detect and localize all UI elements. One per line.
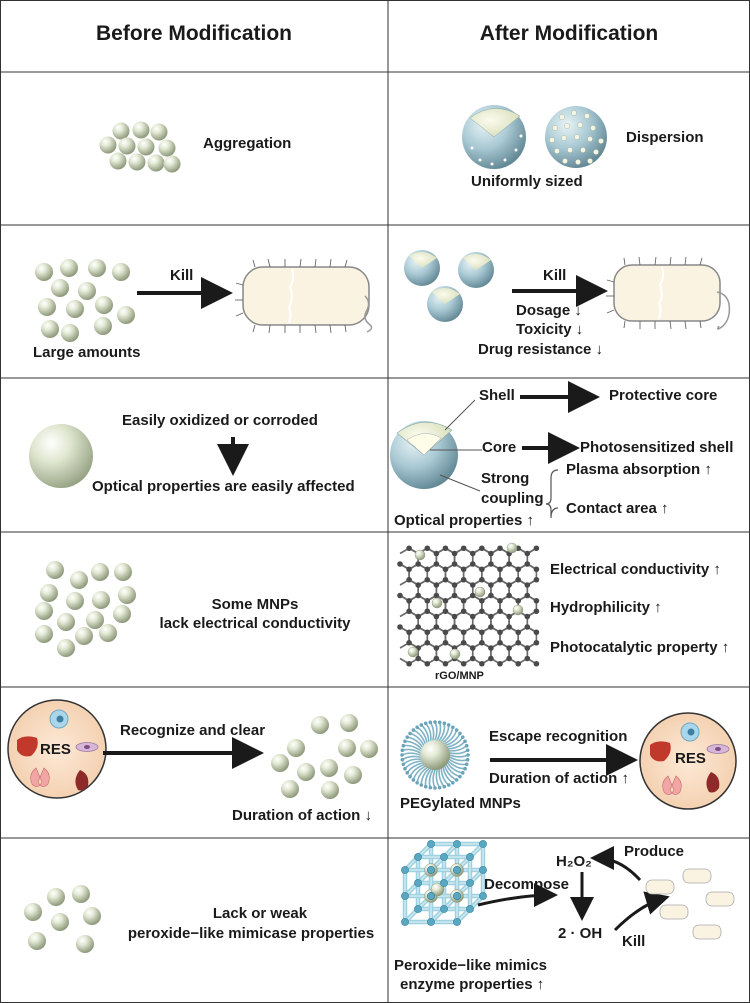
- optical-properties-up-label: Optical properties ↑: [394, 512, 535, 529]
- aggregation-label: Aggregation: [203, 135, 292, 152]
- coupling-label: coupling: [481, 490, 544, 507]
- hydroxyl-label: 2 · OH: [558, 925, 603, 942]
- scattered-particles-row4: [35, 561, 136, 657]
- lack-conductivity-label: lack electrical conductivity: [159, 615, 351, 632]
- mof-cube-framework: [401, 840, 487, 926]
- escape-recognition-label: Escape recognition: [489, 728, 628, 745]
- hydrophilicity-label: Hydrophilicity ↑: [550, 599, 662, 616]
- header-after: After Modification: [479, 22, 659, 45]
- few-particles-row6: [24, 885, 101, 953]
- lack-weak-label: Lack or weak: [212, 905, 308, 922]
- header-before: Before Modification: [95, 22, 292, 45]
- graphene-lattice: [397, 542, 540, 667]
- peroxide-mimicase-label: peroxide−like mimicase properties: [127, 925, 375, 942]
- duration-down-label: Duration of action ↓: [232, 807, 372, 824]
- duration-up-label: Duration of action ↑: [489, 770, 629, 787]
- shell-label: Shell: [479, 387, 515, 404]
- drug-resistance-label: Drug resistance ↓: [478, 341, 604, 358]
- dead-bacteria: [645, 868, 735, 940]
- decompose-arrow: [477, 883, 558, 908]
- dosage-label: Dosage ↓: [516, 302, 582, 319]
- kill-label-after: Kill: [543, 267, 567, 284]
- contact-area-label: Contact area ↑: [566, 500, 669, 517]
- toxicity-label: Toxicity ↓: [516, 321, 584, 338]
- uncoated-particle: [29, 424, 93, 488]
- res-circle-before: [7, 699, 107, 799]
- large-amounts-label: Large amounts: [33, 344, 141, 361]
- enzyme-properties-label: enzyme properties ↑: [400, 976, 545, 993]
- photocatalytic-label: Photocatalytic property ↑: [550, 639, 730, 656]
- produce-label: Produce: [624, 843, 685, 860]
- aggregated-particles: [99, 121, 181, 173]
- optical-affected-label: Optical properties are easily affected: [92, 478, 355, 495]
- strong-label: Strong: [481, 470, 530, 487]
- bacterium-after: [606, 256, 731, 330]
- core-label: Core: [482, 439, 517, 456]
- large-amount-particles: [35, 259, 135, 342]
- core-shell-particles-row2: [404, 250, 494, 322]
- electrical-conductivity-label: Electrical conductivity ↑: [550, 561, 721, 578]
- oxidized-label: Easily oxidized or corroded: [122, 412, 318, 429]
- h2o2-label: H₂O₂: [556, 853, 592, 870]
- peroxide-mimics-label: Peroxide−like mimics: [394, 957, 548, 974]
- rgo-mnp-label: rGO/MNP: [435, 670, 484, 682]
- photosensitized-shell-label: Photosensitized shell: [580, 439, 734, 456]
- coupling-bracket: [545, 469, 559, 519]
- core-shell-particle-dispersion: [462, 105, 526, 169]
- bacterium-before: [235, 258, 373, 334]
- kill-label-before: Kill: [170, 267, 194, 284]
- pegylated-particle: [400, 720, 470, 790]
- kill-arrow-row6: [613, 891, 670, 932]
- dotted-particle-dispersion: [545, 106, 607, 168]
- produce-arrow: [590, 846, 642, 882]
- res-label-before: RES: [40, 741, 71, 758]
- uniform-size-label: Uniformly sized: [471, 173, 583, 190]
- kill-label-row6: Kill: [622, 933, 646, 950]
- plasma-absorption-label: Plasma absorption ↑: [566, 461, 712, 478]
- res-label-after: RES: [675, 750, 706, 767]
- pegylated-label: PEGylated MNPs: [400, 795, 521, 812]
- some-mnps-label: Some MNPs: [211, 596, 299, 613]
- res-circle-after: [639, 712, 737, 810]
- recognize-clear-label: Recognize and clear: [120, 722, 266, 739]
- cleared-particles: [271, 714, 378, 799]
- decompose-label: Decompose: [484, 876, 570, 893]
- protective-core-label: Protective core: [609, 387, 718, 404]
- core-shell-diagram: [390, 399, 482, 492]
- dispersion-label: Dispersion: [626, 129, 704, 146]
